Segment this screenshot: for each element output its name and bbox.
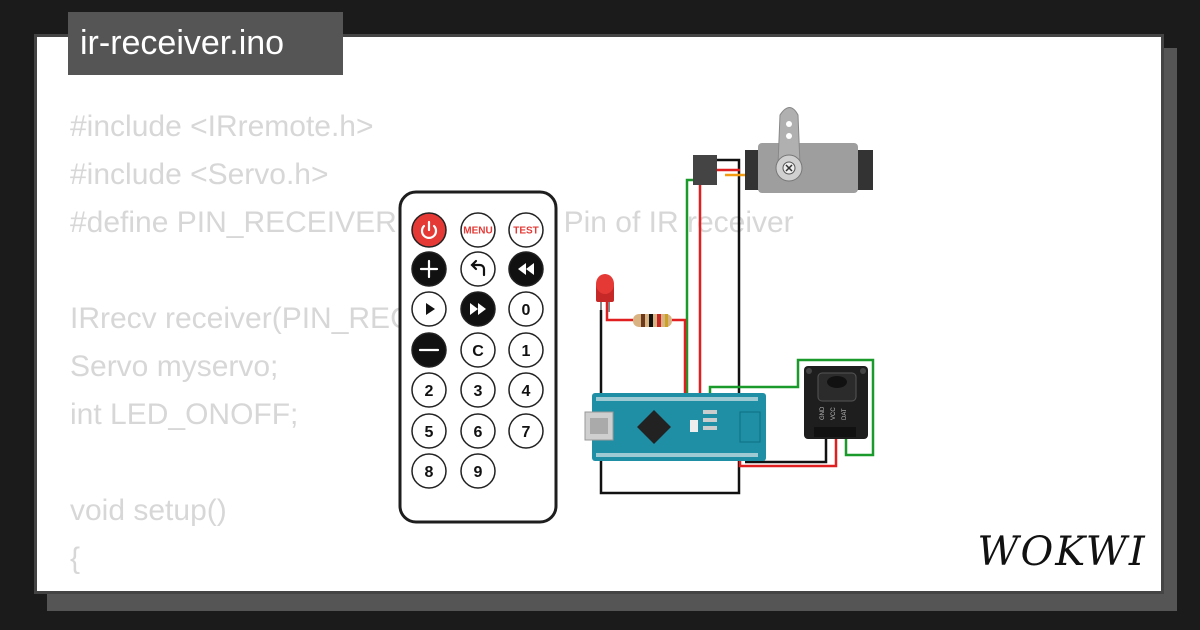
servo-motor[interactable] xyxy=(693,107,873,194)
remote-button-label: 8 xyxy=(425,464,434,481)
code-line: #include <IRremote.h> xyxy=(70,110,374,143)
remote-button-label: C xyxy=(472,343,484,360)
remote-button-3[interactable]: 3 xyxy=(460,372,496,408)
remote-button-back[interactable] xyxy=(460,251,496,287)
remote-button-8[interactable]: 8 xyxy=(411,453,447,489)
remote-button-label: 4 xyxy=(522,383,531,400)
project-card: #include <IRremote.h>#include <Servo.h>#… xyxy=(34,34,1164,594)
wire-red xyxy=(738,437,838,468)
plus-icon xyxy=(419,259,439,279)
remote-button-label: 7 xyxy=(522,424,531,441)
remote-button-label: 9 xyxy=(474,464,483,481)
led[interactable] xyxy=(596,274,614,312)
wire-red xyxy=(672,318,687,398)
remote-button-label: 6 xyxy=(474,424,483,441)
code-line: void setup() xyxy=(70,494,227,527)
remote-button-6[interactable]: 6 xyxy=(460,413,496,449)
remote-button-label: 0 xyxy=(522,302,531,319)
wire-red xyxy=(605,302,633,322)
remote-button-test[interactable]: TEST xyxy=(508,212,544,248)
ir-remote[interactable]: MENU TEST 0C 1 2 3 4 5 6 7 8 9 xyxy=(398,190,558,524)
receiver-pin-label: DAT xyxy=(842,408,848,420)
wire-red xyxy=(698,168,740,398)
remote-button-minus[interactable] xyxy=(411,332,447,368)
remote-button-next[interactable] xyxy=(460,291,496,327)
arduino-nano[interactable] xyxy=(584,393,766,461)
project-title: ir-receiver.ino xyxy=(80,24,285,62)
prev-icon xyxy=(518,263,534,275)
remote-button-1[interactable]: 1 xyxy=(508,332,544,368)
remote-button-label: 3 xyxy=(474,383,483,400)
power-icon xyxy=(420,220,438,239)
logo-text: WOKWI xyxy=(977,529,1146,575)
ir-receiver-module[interactable]: GND VCC DAT xyxy=(804,366,868,439)
remote-button-label: TEST xyxy=(513,226,539,237)
back-icon xyxy=(470,259,486,277)
wokwi-logo-mark: WOKWI xyxy=(977,529,1146,575)
code-line: int LED_ONOFF; xyxy=(70,398,299,431)
wire-black xyxy=(745,437,828,464)
code-line: Servo myservo; xyxy=(70,350,279,383)
receiver-pin-label: GND xyxy=(820,406,826,420)
wokwi-logo: WOKWI xyxy=(975,525,1150,575)
remote-button-prev[interactable] xyxy=(508,251,544,287)
remote-button-power[interactable] xyxy=(411,212,447,248)
receiver-pin-label: VCC xyxy=(831,407,837,420)
code-line: { xyxy=(70,542,81,575)
remote-button-4[interactable]: 4 xyxy=(508,372,544,408)
resistor[interactable] xyxy=(633,314,672,327)
code-line: #include <Servo.h> xyxy=(70,158,329,191)
remote-button-0[interactable]: 0 xyxy=(508,291,544,327)
wire-green xyxy=(708,358,875,457)
code-line: Serial.begin(9600); xyxy=(70,583,794,591)
remote-button-label: 2 xyxy=(425,383,434,400)
remote-button-7[interactable]: 7 xyxy=(508,413,544,449)
next-icon xyxy=(470,303,486,315)
remote-button-label: MENU xyxy=(463,226,492,237)
project-title-tab: ir-receiver.ino xyxy=(68,12,343,75)
remote-button-5[interactable]: 5 xyxy=(411,413,447,449)
remote-button-plus[interactable] xyxy=(411,251,447,287)
remote-button-9[interactable]: 9 xyxy=(460,453,496,489)
remote-button-label: 5 xyxy=(425,424,434,441)
remote-button-c[interactable]: C xyxy=(460,332,496,368)
play-icon xyxy=(426,303,435,315)
remote-button-label: 1 xyxy=(522,343,531,360)
remote-button-2[interactable]: 2 xyxy=(411,372,447,408)
remote-button-menu[interactable]: MENU xyxy=(460,212,496,248)
code-preview: #include <IRremote.h>#include <Servo.h>#… xyxy=(70,103,794,591)
remote-button-play[interactable] xyxy=(411,291,447,327)
